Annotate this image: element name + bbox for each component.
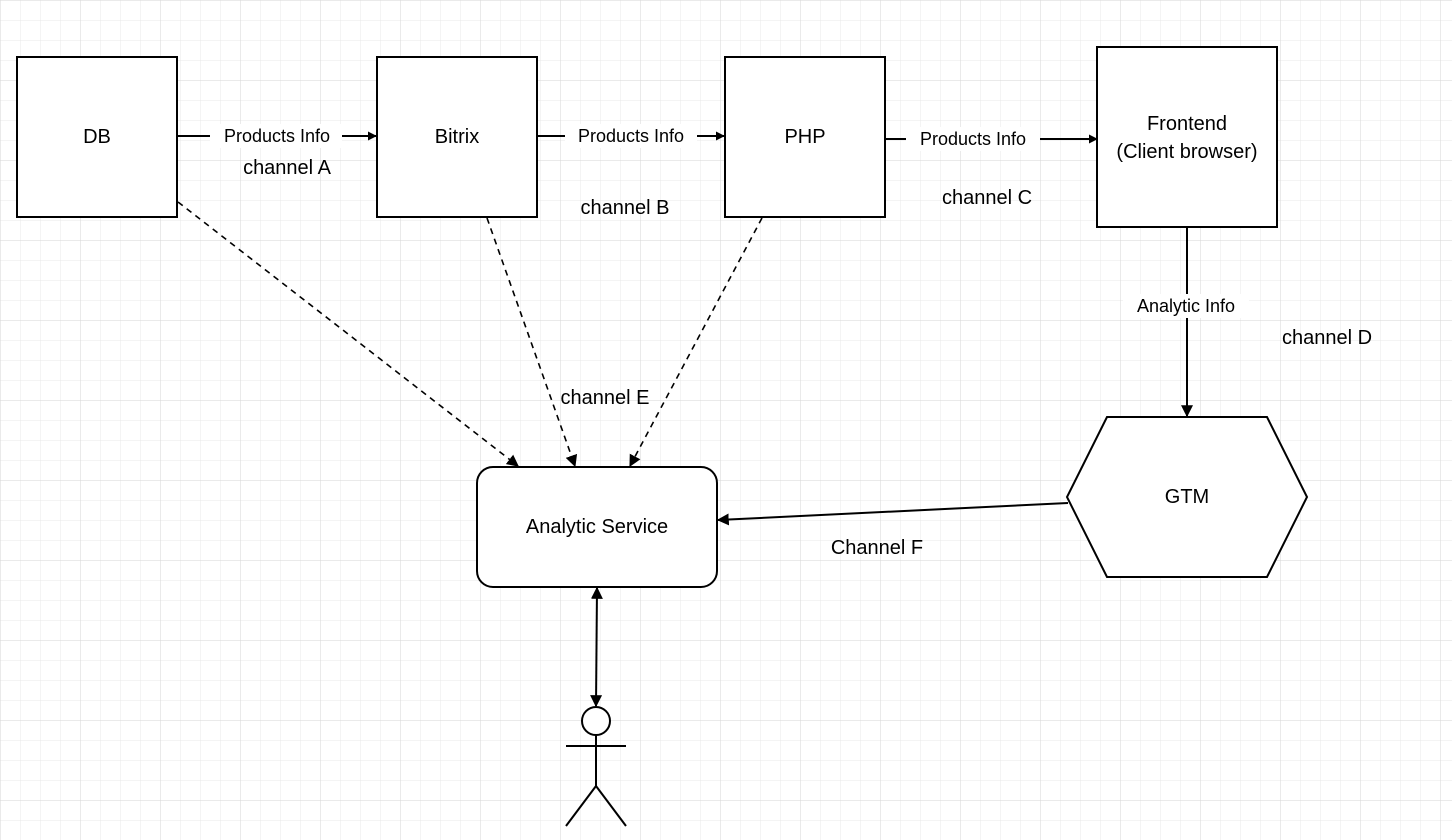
node-bitrix-label: Bitrix xyxy=(435,126,479,148)
channel-b-label: channel B xyxy=(581,197,670,219)
node-analytic-service[interactable]: Analytic Service xyxy=(476,466,718,588)
channel-e-label: channel E xyxy=(561,387,650,409)
node-analytic-service-label: Analytic Service xyxy=(526,516,668,538)
channel-f-label: Channel F xyxy=(831,537,923,559)
node-db[interactable]: DB xyxy=(16,56,178,218)
stick-figure-icon[interactable] xyxy=(565,706,627,827)
node-frontend[interactable]: Frontend (Client browser) xyxy=(1096,46,1278,228)
channel-a-label: channel A xyxy=(243,157,332,179)
node-php[interactable]: PHP xyxy=(724,56,886,218)
edge-label-frontend-gtm: Analytic Info xyxy=(1137,296,1235,316)
node-frontend-label-line2: (Client browser) xyxy=(1116,141,1257,163)
node-php-label: PHP xyxy=(784,126,825,148)
edge-analytic-service-user[interactable] xyxy=(590,586,603,708)
node-gtm[interactable]: GTM xyxy=(1065,416,1309,578)
edge-gtm-analytic-service[interactable] xyxy=(716,502,1069,526)
node-db-label: DB xyxy=(83,126,111,148)
edge-label-bitrix-php: Products Info xyxy=(578,126,684,146)
node-frontend-label-line1: Frontend xyxy=(1147,113,1227,135)
edge-db-analytic-service[interactable] xyxy=(177,201,519,467)
node-bitrix[interactable]: Bitrix xyxy=(376,56,538,218)
channel-c-label: channel C xyxy=(942,187,1032,209)
edge-php-analytic-service[interactable] xyxy=(629,217,763,468)
edge-label-db-bitrix: Products Info xyxy=(224,126,330,146)
channel-d-label: channel D xyxy=(1282,327,1372,349)
node-gtm-label: GTM xyxy=(1165,486,1209,508)
edge-label-php-frontend: Products Info xyxy=(920,129,1026,149)
